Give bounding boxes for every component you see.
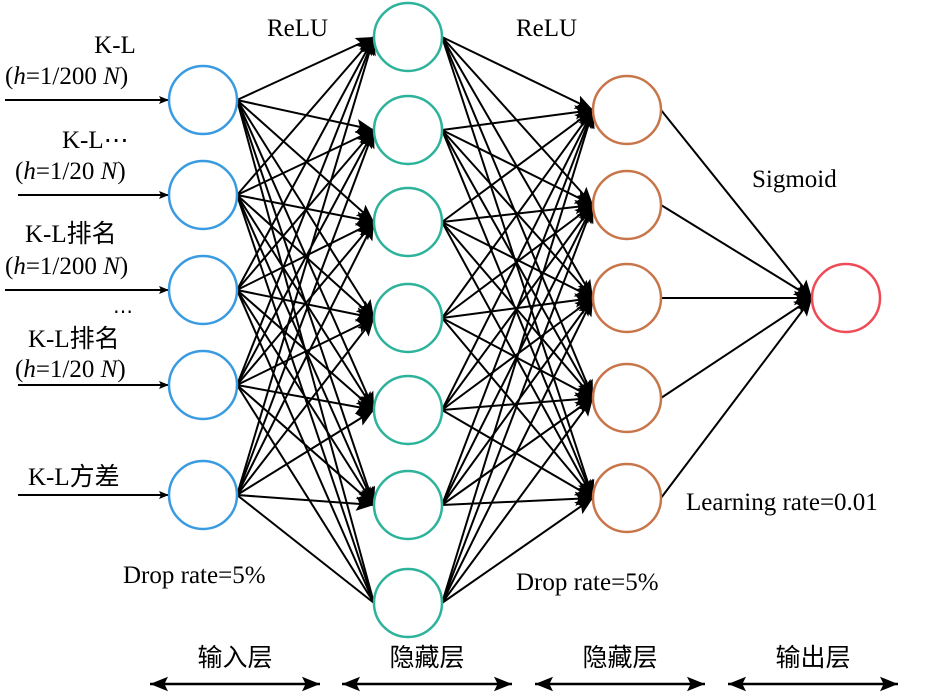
input-4-dots: ⋯ xyxy=(113,301,133,323)
input-node xyxy=(167,254,239,326)
hidden2-node xyxy=(591,262,663,334)
connection-edge xyxy=(441,109,594,411)
connection-edge xyxy=(660,204,813,299)
connection-edge xyxy=(236,36,375,386)
connection-edge xyxy=(236,36,376,496)
connection-edge xyxy=(660,297,813,399)
hidden1-node xyxy=(372,282,444,354)
input-node xyxy=(167,459,239,531)
connection-edge xyxy=(441,221,594,499)
connection-edge xyxy=(441,129,594,399)
input-1-param: (h=1/200 N) xyxy=(5,63,129,90)
connection-edge xyxy=(441,397,594,604)
hidden2-node xyxy=(591,169,663,241)
input-4-param: (h=1/20 N) xyxy=(15,356,126,383)
drop-rate-hidden: Drop rate=5% xyxy=(516,569,659,596)
connection-edge xyxy=(236,99,375,223)
input-3-name: K-L排名 xyxy=(25,221,117,248)
input-node xyxy=(167,159,239,231)
connection-edge xyxy=(660,297,813,499)
connection-edge xyxy=(441,204,594,604)
layer-label-input: 输入层 xyxy=(197,645,273,672)
connection-edge xyxy=(236,129,375,496)
connection-edge xyxy=(441,297,594,604)
hidden1-node xyxy=(372,374,444,446)
connection-edge xyxy=(236,36,375,291)
input-node xyxy=(167,64,239,136)
layer-label-output: 输出层 xyxy=(775,645,851,672)
hidden1-node xyxy=(372,567,444,639)
activation-hidden2: ReLU xyxy=(516,15,578,42)
connection-edge xyxy=(236,494,375,604)
connection-edge xyxy=(441,109,594,506)
connection-edge xyxy=(236,494,375,511)
hidden1-node xyxy=(372,1,444,73)
connection-edge xyxy=(660,109,813,299)
input-node xyxy=(167,349,239,421)
connection-edge xyxy=(236,129,375,386)
activation-hidden1: ReLU xyxy=(267,15,329,42)
connection-edge xyxy=(236,384,375,506)
connection-edge xyxy=(236,384,375,414)
drop-rate-input: Drop rate=5% xyxy=(123,562,266,589)
connection-edge xyxy=(441,36,594,111)
hidden1-node xyxy=(372,186,444,258)
connection-edge xyxy=(236,317,375,386)
input-5-name: K-L方差 xyxy=(28,464,120,491)
hidden1-node xyxy=(372,94,444,166)
hidden2-node xyxy=(591,74,663,146)
connection-edge xyxy=(236,409,375,496)
layer-label-hidden2: 隐藏层 xyxy=(582,645,658,672)
connection-edge xyxy=(236,289,375,411)
input-4-name: K-L排名 xyxy=(28,326,120,353)
connection-edge xyxy=(441,36,595,499)
input-1-name: K-L xyxy=(94,32,136,59)
connection-edge xyxy=(441,409,594,499)
connection-edge xyxy=(441,317,594,499)
connection-edge xyxy=(441,109,595,604)
connection-edge xyxy=(441,36,594,399)
connection-edge xyxy=(441,129,594,499)
connection-edge xyxy=(441,105,594,131)
connection-edge xyxy=(236,36,375,101)
hidden2-node xyxy=(591,462,663,534)
connection-edge xyxy=(236,36,375,196)
connection-edge xyxy=(441,497,594,604)
output-node xyxy=(810,262,882,334)
connection-edge xyxy=(236,317,375,496)
hidden1-node xyxy=(372,469,444,541)
input-label-1: K-L xyxy=(55,33,175,58)
activation-output: Sigmoid xyxy=(752,166,837,193)
input-2-param: (h=1/20 N) xyxy=(15,158,126,185)
connection-edge xyxy=(441,109,594,319)
connection-edge xyxy=(236,221,375,386)
input-3-param: (h=1/200 N) xyxy=(5,253,129,280)
hidden2-node xyxy=(591,362,663,434)
learning-rate: Learning rate=0.01 xyxy=(686,489,878,516)
connection-edge xyxy=(236,221,375,496)
layer-label-hidden1: 隐藏层 xyxy=(389,645,465,672)
input-2-name: K-L⋯ xyxy=(62,127,129,154)
connection-edge xyxy=(441,109,594,223)
